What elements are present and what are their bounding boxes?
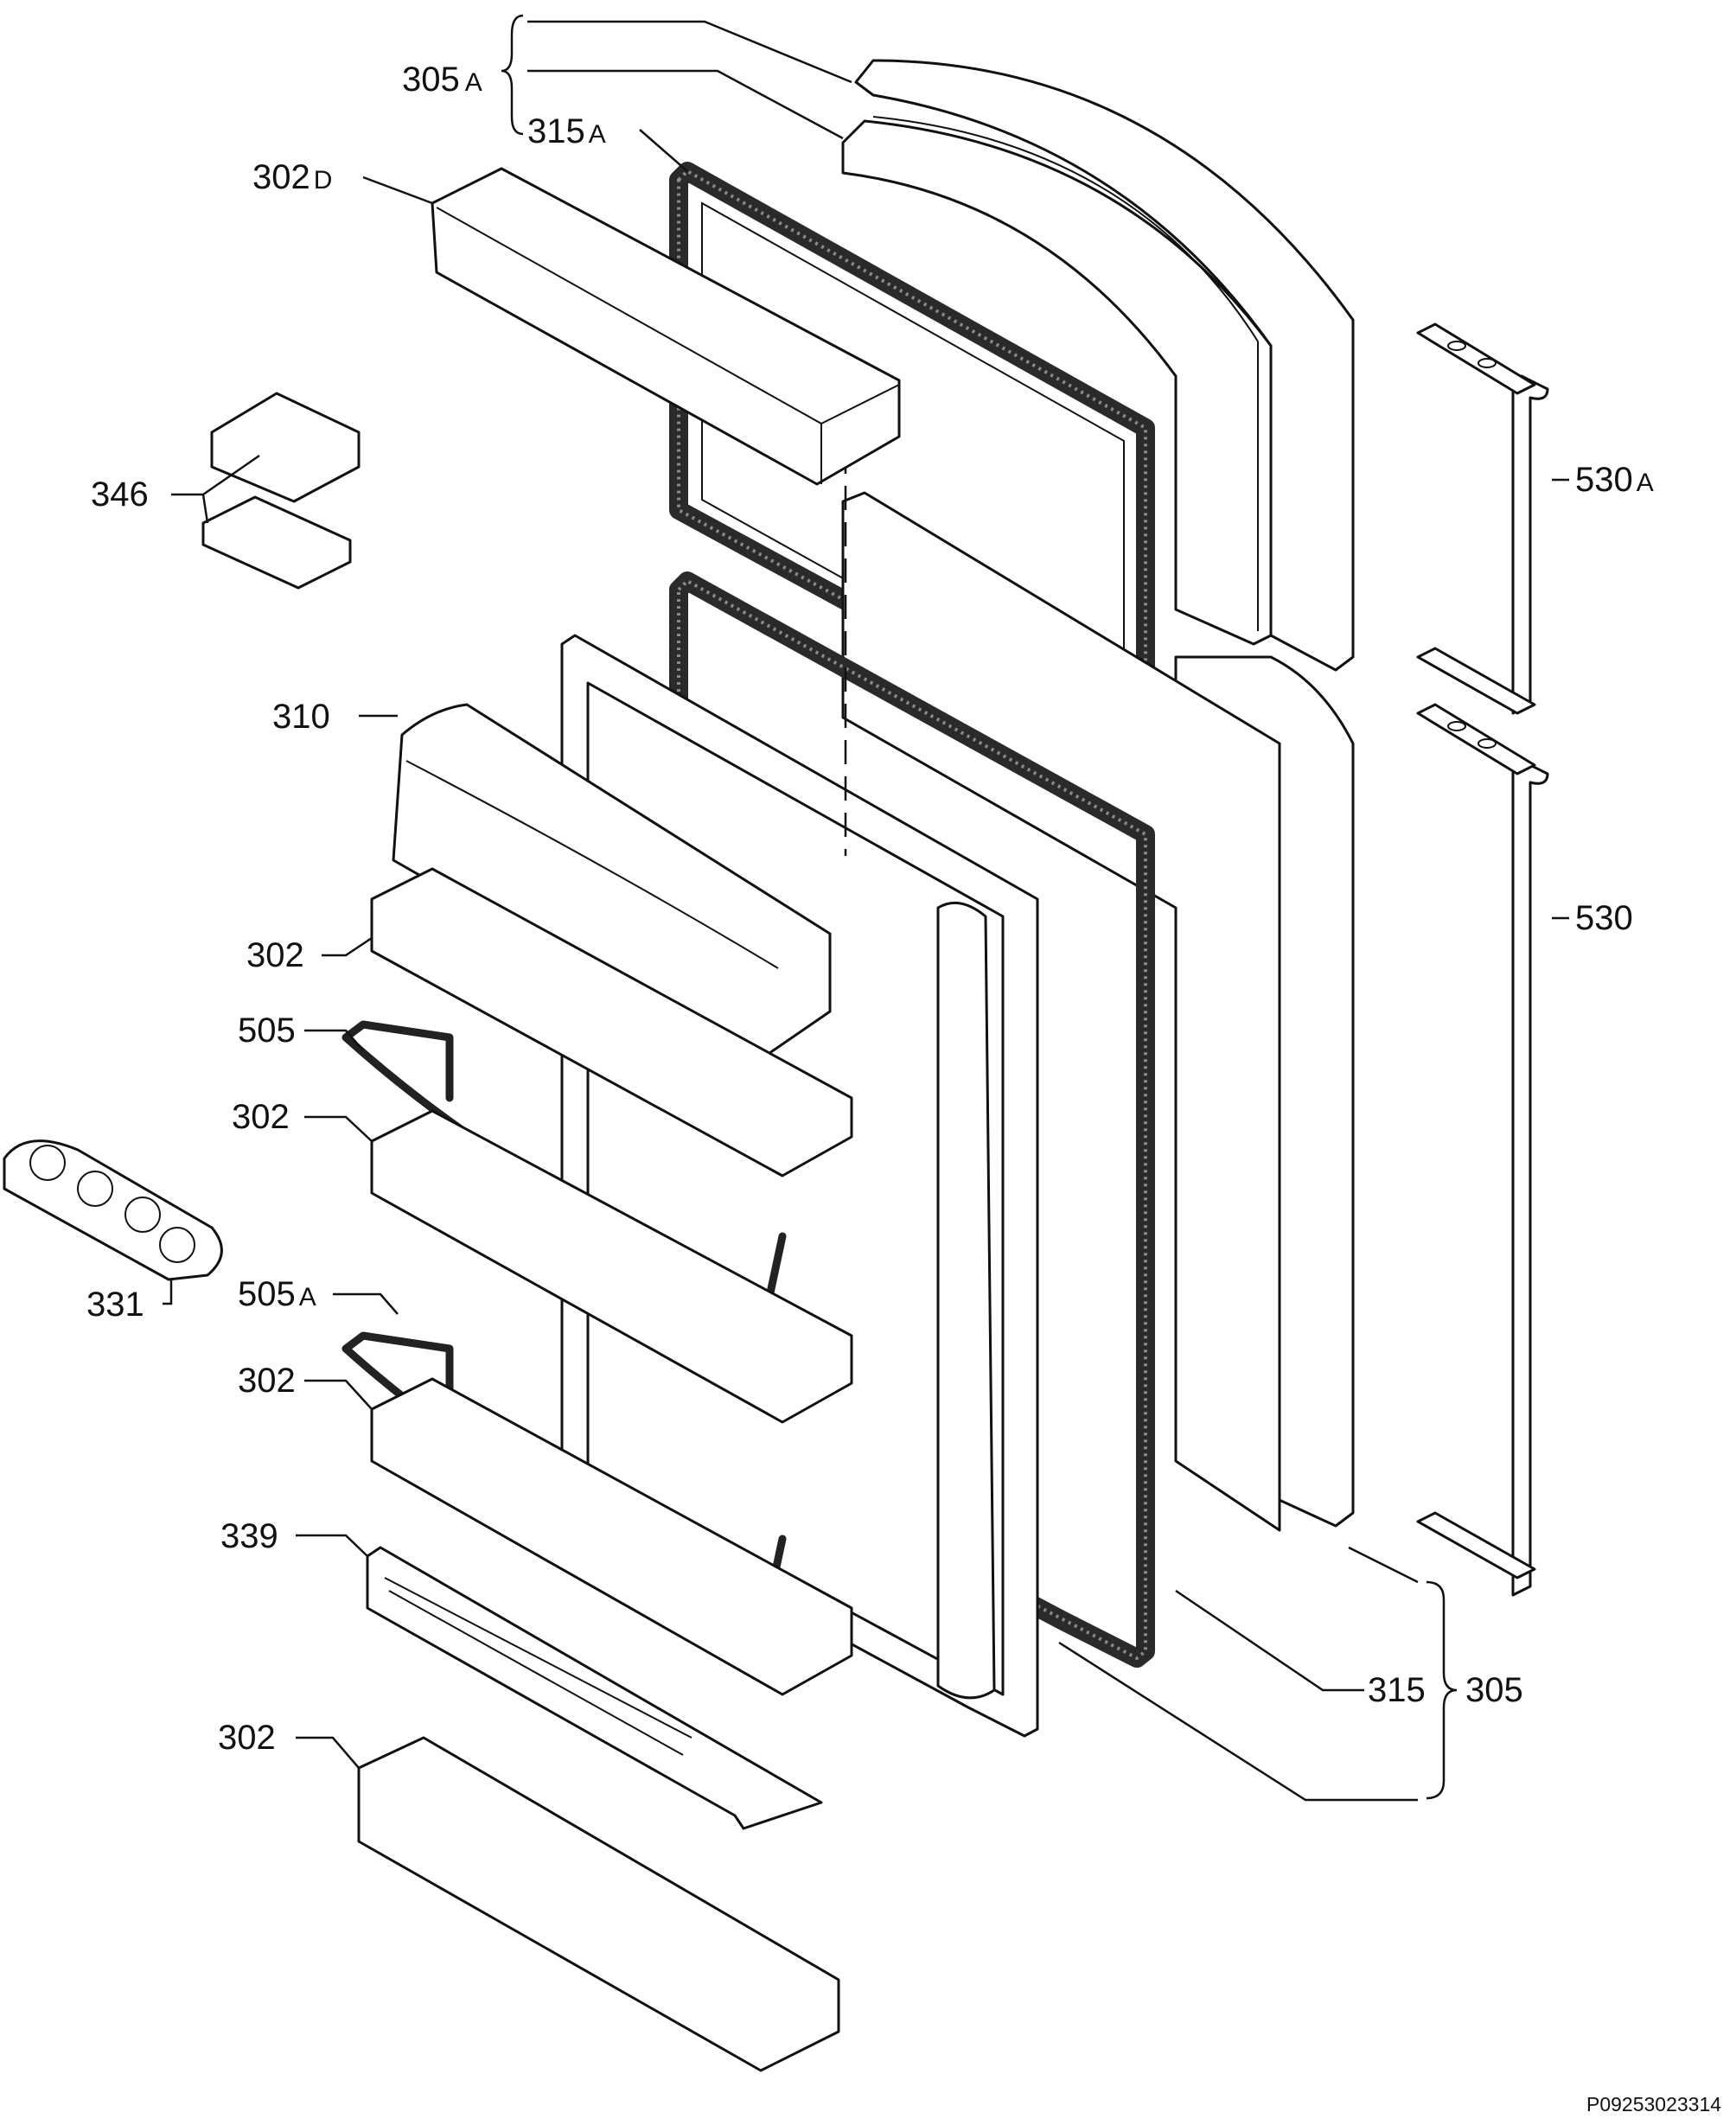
leader-lines xyxy=(163,20,1569,1802)
handle-530a-bar xyxy=(1511,374,1549,715)
callout-305: 305 xyxy=(1465,1671,1523,1709)
shelf-302-d-body xyxy=(357,1736,840,2072)
shelf-302-b-body xyxy=(370,1109,853,1424)
shelf-302-a xyxy=(370,867,853,1177)
shelf-302-b xyxy=(370,1109,853,1424)
upper-door-outer-panel xyxy=(854,59,1355,672)
handle-530a-top-bracket xyxy=(1416,322,1536,395)
document-code: P09253023314 xyxy=(1586,2093,1721,2115)
shelf-302-c-body xyxy=(370,1377,853,1696)
upper-door-inner-rim xyxy=(872,116,1259,631)
braces xyxy=(501,14,1458,1800)
cover-339 xyxy=(366,1546,823,1830)
callout-302-b: 302 xyxy=(232,1098,290,1136)
handle-530a xyxy=(1416,322,1549,715)
upper-door-assembly-305a xyxy=(841,59,1355,672)
callout-505: 505 xyxy=(238,1011,296,1050)
lower-door-assembly-305 xyxy=(841,491,1355,1532)
inner-liner-side-rail xyxy=(936,901,996,1700)
handle-530-bar xyxy=(1511,759,1549,1597)
callout-315: 315 xyxy=(1368,1671,1426,1709)
lower-door-face xyxy=(841,491,1281,1532)
ice-box-346 xyxy=(201,392,361,590)
egg-tray-331 xyxy=(3,1139,223,1281)
callout-346: 346 xyxy=(91,475,149,514)
shelf-302d xyxy=(431,167,901,486)
handle-530-bottom-bracket xyxy=(1416,1511,1536,1579)
callout-331: 331 xyxy=(86,1286,144,1324)
brace-305 xyxy=(1426,1580,1458,1800)
callout-302-c: 302 xyxy=(238,1362,296,1400)
callout-310: 310 xyxy=(272,698,330,736)
shelf-302-c xyxy=(370,1377,853,1696)
ice-box-346-tray xyxy=(201,495,352,590)
shelf-302-a-body xyxy=(370,867,853,1177)
callout-302-d: 302 xyxy=(218,1719,276,1757)
ice-box-346-lid xyxy=(210,392,361,503)
brace-305a xyxy=(501,14,524,136)
callout-530: 530 xyxy=(1575,899,1633,937)
handle-530a-bottom-bracket xyxy=(1416,647,1536,715)
callout-339: 339 xyxy=(220,1517,278,1555)
shelf-302-d xyxy=(357,1736,840,2072)
handle-530-top-bracket xyxy=(1416,703,1536,775)
shelf-302d-body xyxy=(431,167,901,486)
upper-door-face xyxy=(841,119,1273,646)
callout-302-a: 302 xyxy=(246,936,304,974)
handle-530 xyxy=(1416,703,1549,1597)
